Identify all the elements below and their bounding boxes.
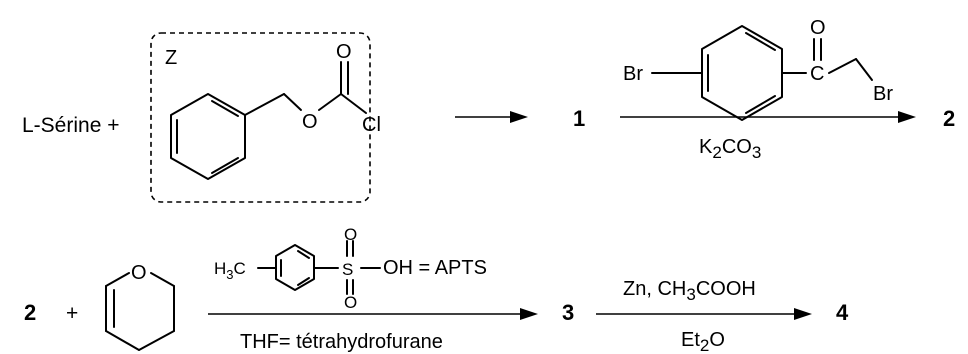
product-4-label: 4 bbox=[836, 300, 849, 325]
apts-label: OH = APTS bbox=[383, 257, 487, 279]
reaction-arrow-3 bbox=[208, 308, 538, 320]
product-2-label: 2 bbox=[943, 106, 955, 131]
sulfur-label: S bbox=[342, 260, 353, 279]
solvent-condition-label: Et2O bbox=[681, 329, 725, 354]
reactant-2-label: 2 bbox=[24, 300, 36, 325]
z-label: Z bbox=[165, 47, 177, 69]
reaction-arrow-4 bbox=[596, 308, 812, 320]
bromophenacyl-bromide-structure bbox=[651, 25, 873, 121]
carbonyl-oxygen-label: O bbox=[336, 41, 352, 63]
plus-sign: + bbox=[66, 302, 78, 325]
product-3-label: 3 bbox=[562, 300, 574, 325]
carbonyl-carbon-label: C bbox=[810, 63, 824, 85]
z-group-box bbox=[150, 32, 371, 203]
l-serine-label: L-Sérine + bbox=[22, 114, 119, 137]
aryl-bromine-label: Br bbox=[623, 63, 643, 85]
benzyl-chloroformate-structure bbox=[170, 61, 367, 180]
sulfonyl-oxygen-bottom-label: O bbox=[344, 293, 357, 312]
base-condition-label: K2CO3 bbox=[699, 136, 761, 162]
product-1-label: 1 bbox=[573, 106, 585, 131]
thf-condition-label: THF= tétrahydrofurane bbox=[240, 331, 443, 353]
reaction-arrow-1 bbox=[455, 111, 528, 123]
methyl-label: H3C bbox=[214, 259, 246, 282]
pyran-oxygen-label: O bbox=[131, 262, 147, 284]
chlorine-label: Cl bbox=[362, 114, 381, 136]
reduction-condition-label: Zn, CH3COOH bbox=[623, 278, 756, 304]
sulfonyl-oxygen-top-label: O bbox=[344, 225, 357, 244]
alkyl-bromine-label: Br bbox=[873, 83, 893, 105]
dihydropyran-structure bbox=[105, 272, 175, 351]
tosyl-structure bbox=[257, 240, 381, 295]
reaction-arrow-2 bbox=[620, 111, 916, 123]
ester-oxygen-label: O bbox=[302, 111, 318, 133]
ketone-oxygen-label: O bbox=[810, 17, 826, 39]
